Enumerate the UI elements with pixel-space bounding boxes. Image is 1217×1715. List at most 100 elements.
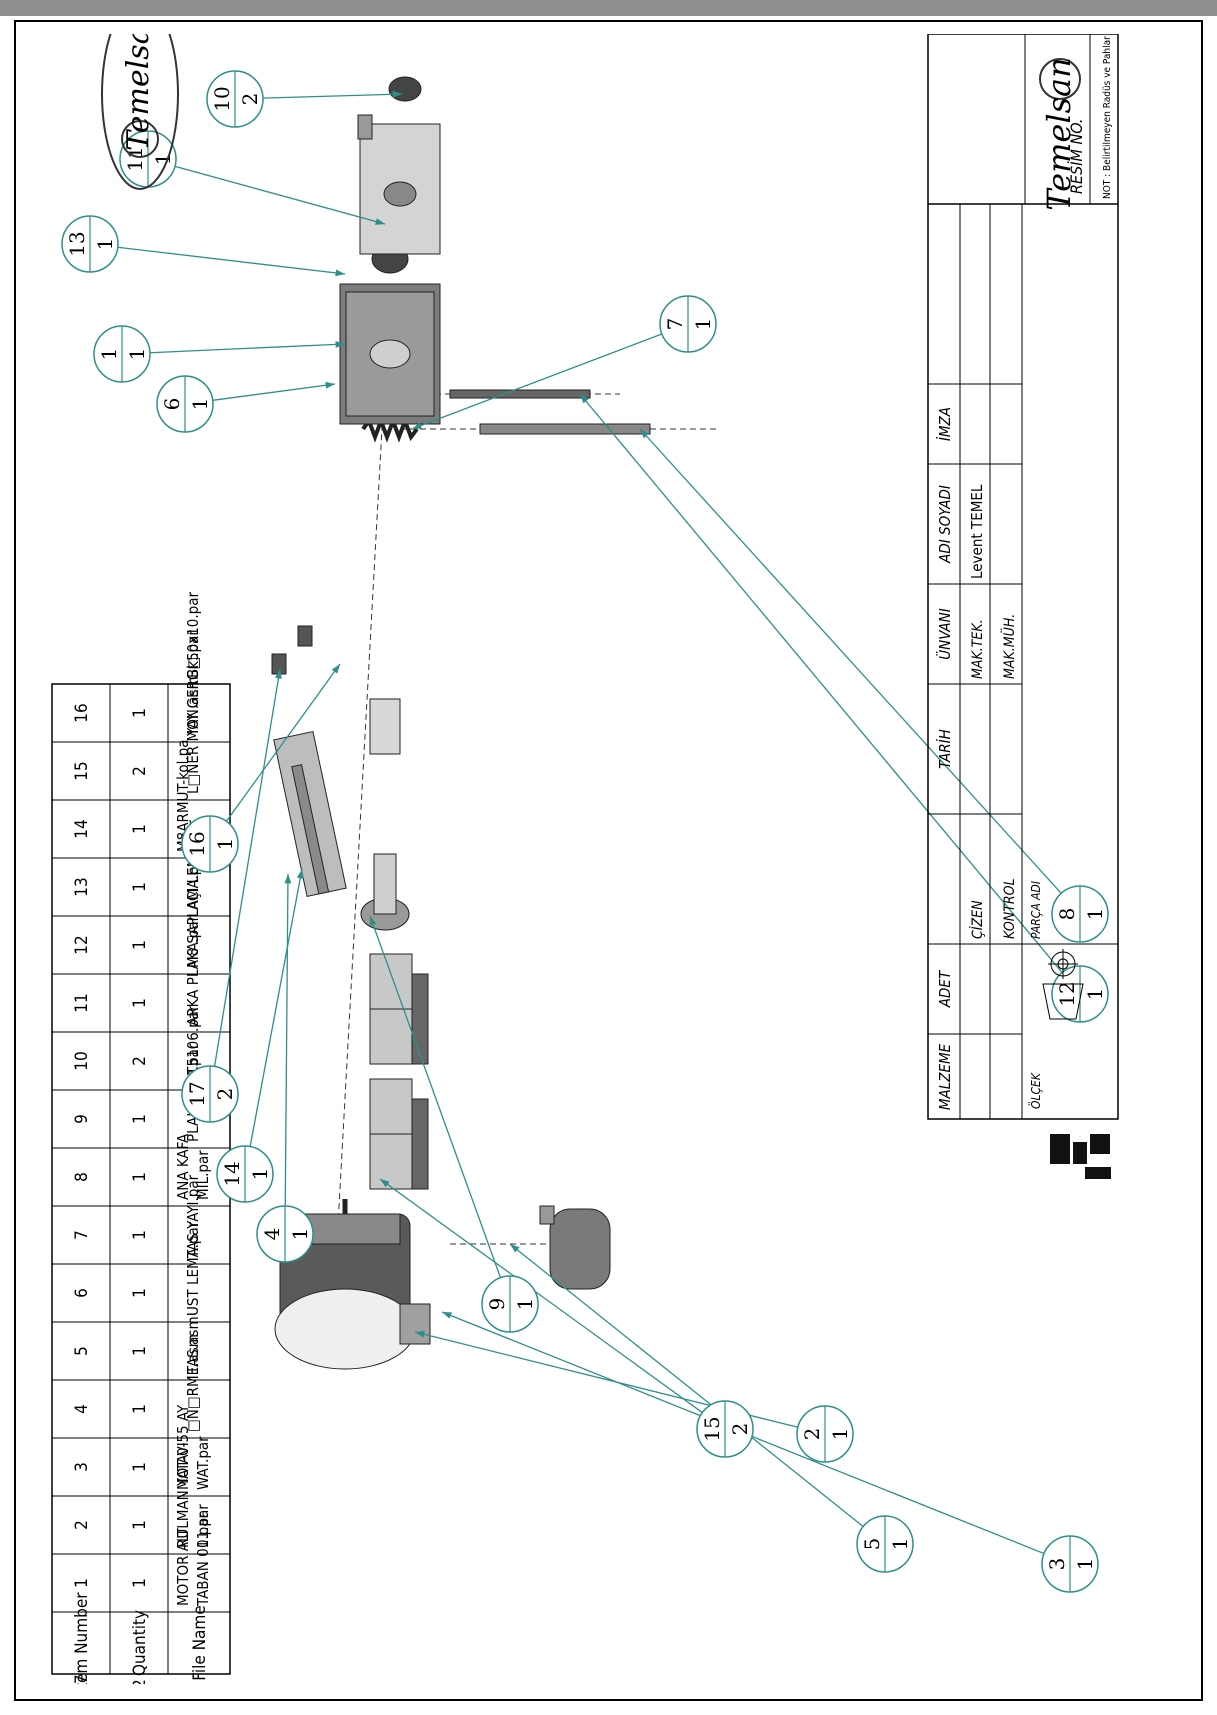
leader-arrow (331, 664, 340, 674)
assembly-axis (334, 373, 386, 1280)
main-shaft-part (360, 853, 410, 931)
bom-quantity: 1 (130, 1346, 150, 1356)
bom-item-number: 15 (72, 761, 92, 780)
bom-item-number: 1 (72, 1578, 92, 1588)
label-malzeme: MALZEME (936, 1043, 954, 1110)
label-resim-no: RESİM NO. (1067, 119, 1086, 194)
logo-text-bottom: Temelsan (1040, 57, 1078, 210)
label-olcek: ÖLÇEK (1027, 1072, 1043, 1109)
bom-file-name: MIL.par (194, 1150, 212, 1200)
bom-file-name: M8 SAPLAMA.par (184, 852, 202, 968)
bom-quantity: 1 (130, 708, 150, 718)
leader-line (212, 383, 336, 401)
balloon-item-number: 16 (185, 831, 209, 856)
leader-line (369, 915, 502, 1278)
balloon-item-16: 16 1 (181, 815, 239, 873)
bom-file-name: BT5106.par (184, 1005, 202, 1084)
bom-item-number: 3 (72, 1462, 92, 1472)
balloon-quantity: 1 (288, 1228, 312, 1241)
bom-file-name: 01.par (194, 1504, 212, 1548)
bom-quantity: 1 (130, 824, 150, 834)
bearing-2-part (388, 76, 422, 102)
balloon-item-number: 13 (65, 231, 89, 256)
balloon-item-number: 10 (210, 86, 234, 111)
balloon-quantity: 1 (188, 398, 212, 411)
balloon-item-13: 13 1 (61, 215, 119, 273)
bom-quantity: 1 (130, 1288, 150, 1298)
bom-file-name: M8ARMUT-kol.pa (174, 740, 192, 853)
balloon-item-number: 14 (220, 1161, 244, 1186)
leader-arrow (296, 869, 304, 879)
balloon-item-number: 6 (160, 398, 184, 411)
bom-quantity: 1 (130, 882, 150, 892)
balloon-quantity: 2 (213, 1088, 237, 1101)
leader-arrow (335, 269, 345, 277)
balloon-item-number: 1 (97, 348, 121, 361)
balloon-item-14: 14 1 (216, 1145, 274, 1203)
bom-file-name: TAS YAYI.par (184, 1174, 202, 1259)
stud-rod-part (479, 423, 651, 435)
linear-guide-2-part (369, 953, 429, 1065)
bom-item-number: 11 (72, 993, 92, 1012)
bom-header-item-number: Item Number (72, 1592, 92, 1684)
leader-arrow (392, 90, 402, 98)
bom-item-number: 4 (72, 1404, 92, 1414)
balloon-quantity: 1 (151, 153, 175, 166)
bom-item-number: 8 (72, 1172, 92, 1182)
balloon-quantity: 1 (125, 348, 149, 361)
label-adet: ADET (936, 969, 954, 1008)
linear-guide-1-part (369, 1078, 429, 1190)
bom-item-number: 12 (72, 935, 92, 954)
bom-file-name: MOT-0-55 AY (174, 1404, 192, 1490)
arm-assembly-part (273, 698, 401, 898)
label-mak-muh: MAK.MÜH. (1000, 614, 1018, 679)
back-plate-part (357, 114, 441, 255)
balloon-quantity: 1 (1083, 908, 1107, 921)
leader-line (379, 1178, 703, 1414)
balloon-item-number: 8 (1055, 908, 1079, 921)
balloon-quantity: 1 (1073, 1558, 1097, 1571)
bom-file-name: ANA KAFA (174, 1133, 192, 1200)
balloon-quantity: 1 (828, 1428, 852, 1441)
leader-line (284, 873, 289, 1207)
balloon-quantity: 1 (248, 1168, 272, 1181)
leader-line (639, 428, 1062, 894)
bom-header-quantity: Quantity (130, 1610, 150, 1676)
bom-item-number: 9 (72, 1114, 92, 1124)
balloon-item-number: 7 (663, 318, 687, 331)
label-unvani: ÜNVANI (935, 608, 954, 660)
bom-quantity: 1 (130, 1520, 150, 1530)
bom-file-name: YAY GERG□.par (184, 630, 202, 737)
leader-line (225, 663, 341, 822)
bom-file-name: TABAN 01.par (194, 1513, 212, 1607)
bom-header-file-name: File Name (190, 1605, 210, 1680)
leader-arrow (325, 381, 335, 389)
label-parca-adi: PARÇA ADI (1029, 881, 1043, 939)
leader-line (509, 1243, 864, 1528)
balloon-item-number: 17 (185, 1081, 209, 1106)
bom-quantity: 1 (130, 998, 150, 1008)
balloon-item-17: 17 2 (181, 1065, 239, 1123)
bom-file-name: UST LEMA.par (184, 1221, 202, 1316)
bom-item-number: 6 (72, 1288, 92, 1298)
balloon-quantity: 1 (93, 238, 117, 251)
scale-barcode-icon (1050, 1134, 1111, 1179)
bom-file-name: MOTOR ALT (174, 1528, 192, 1606)
balloon-quantity: 1 (691, 318, 715, 331)
bom-file-name: RULMAN YATAVI (174, 1442, 192, 1548)
leader-arrow (375, 218, 385, 225)
bom-file-name: Bk50x10.par (184, 591, 202, 678)
bom-quantity: 2 (130, 1056, 150, 1066)
grinding-wheel-part (539, 1205, 611, 1290)
balloon-quantity: 1 (213, 838, 237, 851)
balloon-item-number: 2 (800, 1428, 824, 1441)
leader-arrow (510, 1244, 520, 1253)
